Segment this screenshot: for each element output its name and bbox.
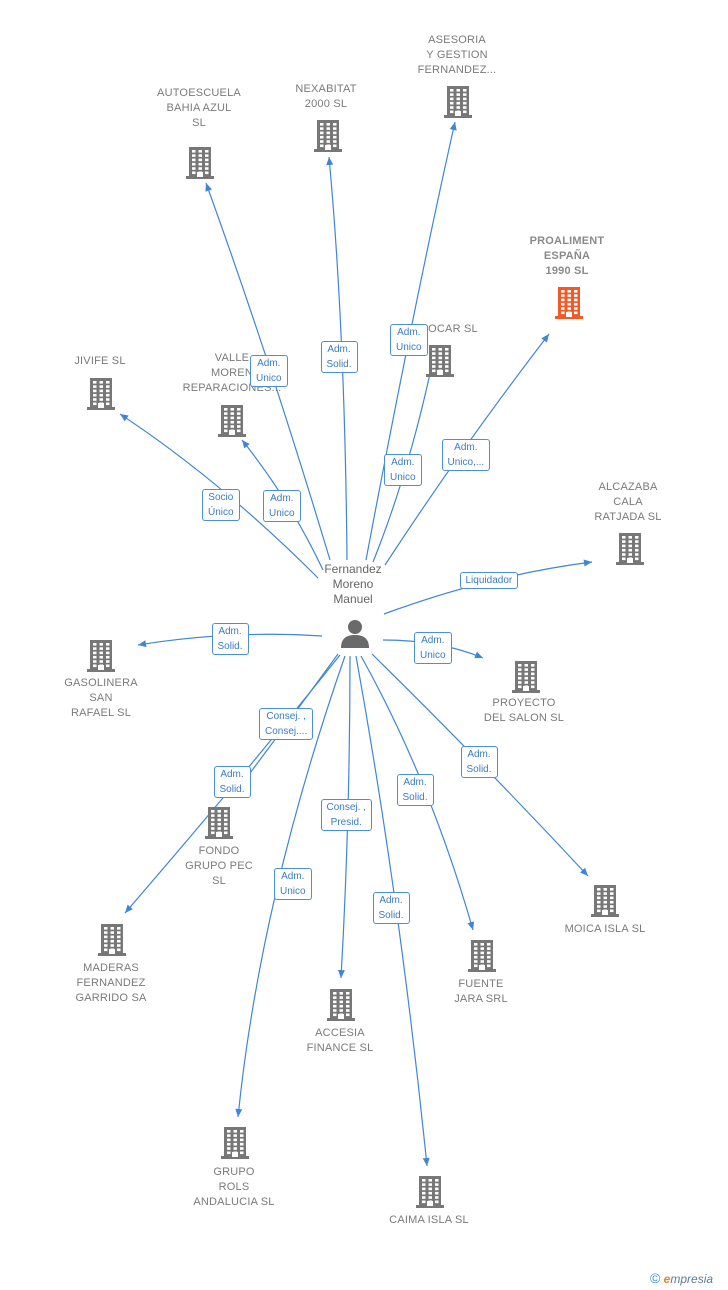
company-icon-autoescuela[interactable] (185, 145, 215, 184)
company-label-accesia[interactable]: ACCESIA FINANCE SL (306, 1027, 374, 1054)
arrow-head-autoescuela (205, 183, 213, 192)
building-icon (314, 120, 342, 152)
building-icon (186, 147, 214, 179)
copyright-symbol: © (650, 1270, 661, 1286)
relation-label-proyecto[interactable]: Adm. Unico (414, 632, 452, 664)
company-label-proaliment[interactable]: PROALIMENT ESPAÑA 1990 SL (529, 234, 605, 277)
arrow-head-valle (242, 440, 250, 449)
building-icon (444, 86, 472, 118)
brand-logo: © empresia (650, 1270, 713, 1286)
company-label-proyecto[interactable]: PROYECTO DEL SALON SL (483, 697, 565, 724)
building-icon (221, 1127, 249, 1159)
company-label-moica[interactable]: MOICA ISLA SL (564, 922, 646, 935)
company-label-autoescuela[interactable]: AUTOESCUELA BAHIA AZUL SL (157, 86, 241, 129)
person-icon (341, 620, 369, 648)
company-icon-nexabitat[interactable] (313, 118, 343, 157)
relation-label-asesoria[interactable]: Adm. Unico (390, 324, 428, 356)
relation-label-caima[interactable]: Adm. Solid. (372, 892, 410, 924)
relation-label-jivife[interactable]: Socio Único (202, 489, 240, 521)
arrow-head-moica (579, 867, 588, 876)
relation-label-alcazaba[interactable]: Liquidador (459, 571, 519, 589)
company-icon-gasolinera[interactable] (86, 638, 116, 677)
company-icon-alcazaba[interactable] (615, 531, 645, 570)
building-icon (218, 405, 246, 437)
company-label-gasolinera[interactable]: GASOLINERA SAN RAFAEL SL (64, 676, 138, 719)
arrow-head-maderas (125, 904, 133, 913)
relation-label-moica[interactable]: Adm. Solid. (460, 746, 498, 778)
building-icon (468, 940, 496, 972)
arrow-head-proaliment (541, 334, 549, 343)
relation-label-fuente[interactable]: Adm. Solid. (396, 774, 434, 806)
company-icon-valle[interactable] (217, 403, 247, 442)
arrow-head-jivife (120, 414, 129, 422)
building-icon (616, 533, 644, 565)
company-icon-caima[interactable] (415, 1174, 445, 1213)
relation-label-nexabitat[interactable]: Adm. Solid. (320, 341, 358, 373)
arrow-head-nexabitat (326, 157, 334, 166)
arrow-head-proyecto (474, 651, 483, 659)
arrow-head-alcazaba (583, 559, 592, 567)
company-icon-proyecto[interactable] (511, 659, 541, 698)
company-label-alcazaba[interactable]: ALCAZABA CALA RATJADA SL (594, 480, 662, 523)
company-icon-asesoria[interactable] (443, 84, 473, 123)
company-label-ocar[interactable]: OCAR SL (428, 322, 478, 335)
relation-label-valle[interactable]: Adm. Unico (263, 490, 301, 522)
company-icon-fuente[interactable] (467, 938, 497, 977)
company-icon-fondo[interactable] (204, 805, 234, 844)
arrow-head-accesia (337, 969, 345, 978)
relation-label-accesia[interactable]: Consej. , Presid. (320, 799, 372, 831)
building-icon (416, 1176, 444, 1208)
relation-label-fondo[interactable]: Adm. Solid. (213, 766, 251, 798)
building-icon (205, 807, 233, 839)
relation-label-gasolinera[interactable]: Adm. Solid. (211, 623, 249, 655)
company-label-fuente[interactable]: FUENTE JARA SRL (454, 978, 508, 1005)
center-person-node[interactable] (339, 618, 371, 655)
relation-label-proaliment[interactable]: Adm. Unico,... (441, 439, 491, 471)
relation-label-ocar[interactable]: Adm. Unico (384, 454, 422, 486)
company-label-jivife[interactable]: JIVIFE SL (74, 354, 126, 367)
arrow-head-gasolinera (138, 640, 147, 648)
company-icon-proaliment[interactable] (554, 285, 584, 324)
relation-label-maderas[interactable]: Consej. , Consej.... (259, 708, 314, 740)
building-icon (87, 378, 115, 410)
company-label-asesoria[interactable]: ASESORIA Y GESTION FERNANDEZ... (417, 33, 497, 76)
company-icon-accesia[interactable] (326, 987, 356, 1026)
company-label-caima[interactable]: CAIMA ISLA SL (389, 1213, 469, 1226)
company-label-fondo[interactable]: FONDO GRUPO PEC SL (185, 844, 253, 887)
company-label-grupo_rols[interactable]: GRUPO ROLS ANDALUCIA SL (193, 1165, 275, 1208)
building-icon (555, 287, 583, 319)
company-icon-grupo_rols[interactable] (220, 1125, 250, 1164)
company-label-maderas[interactable]: MADERAS FERNANDEZ GARRIDO SA (75, 961, 147, 1004)
building-icon (87, 640, 115, 672)
building-icon (512, 661, 540, 693)
arrow-head-caima (422, 1157, 430, 1166)
center-person-label[interactable]: Fernandez Moreno Manuel (324, 562, 382, 606)
relation-edge-jivife (119, 413, 319, 579)
brand-initial: e (663, 1272, 671, 1286)
relation-edge-asesoria (365, 121, 456, 561)
building-icon (98, 924, 126, 956)
relation-label-grupo_rols[interactable]: Adm. Unico (274, 868, 312, 900)
building-icon (591, 885, 619, 917)
arrow-head-fuente (467, 921, 475, 930)
building-icon (327, 989, 355, 1021)
company-icon-maderas[interactable] (97, 922, 127, 961)
company-icon-jivife[interactable] (86, 376, 116, 415)
company-label-nexabitat[interactable]: NEXABITAT 2000 SL (295, 83, 357, 110)
company-icon-moica[interactable] (590, 883, 620, 922)
arrow-head-grupo_rols (235, 1108, 243, 1117)
brand-name: mpresia (670, 1272, 714, 1286)
building-icon (426, 345, 454, 377)
relation-label-autoescuela[interactable]: Adm. Unico (250, 355, 288, 387)
company-icon-ocar[interactable] (425, 343, 455, 382)
arrow-head-asesoria (449, 122, 457, 131)
